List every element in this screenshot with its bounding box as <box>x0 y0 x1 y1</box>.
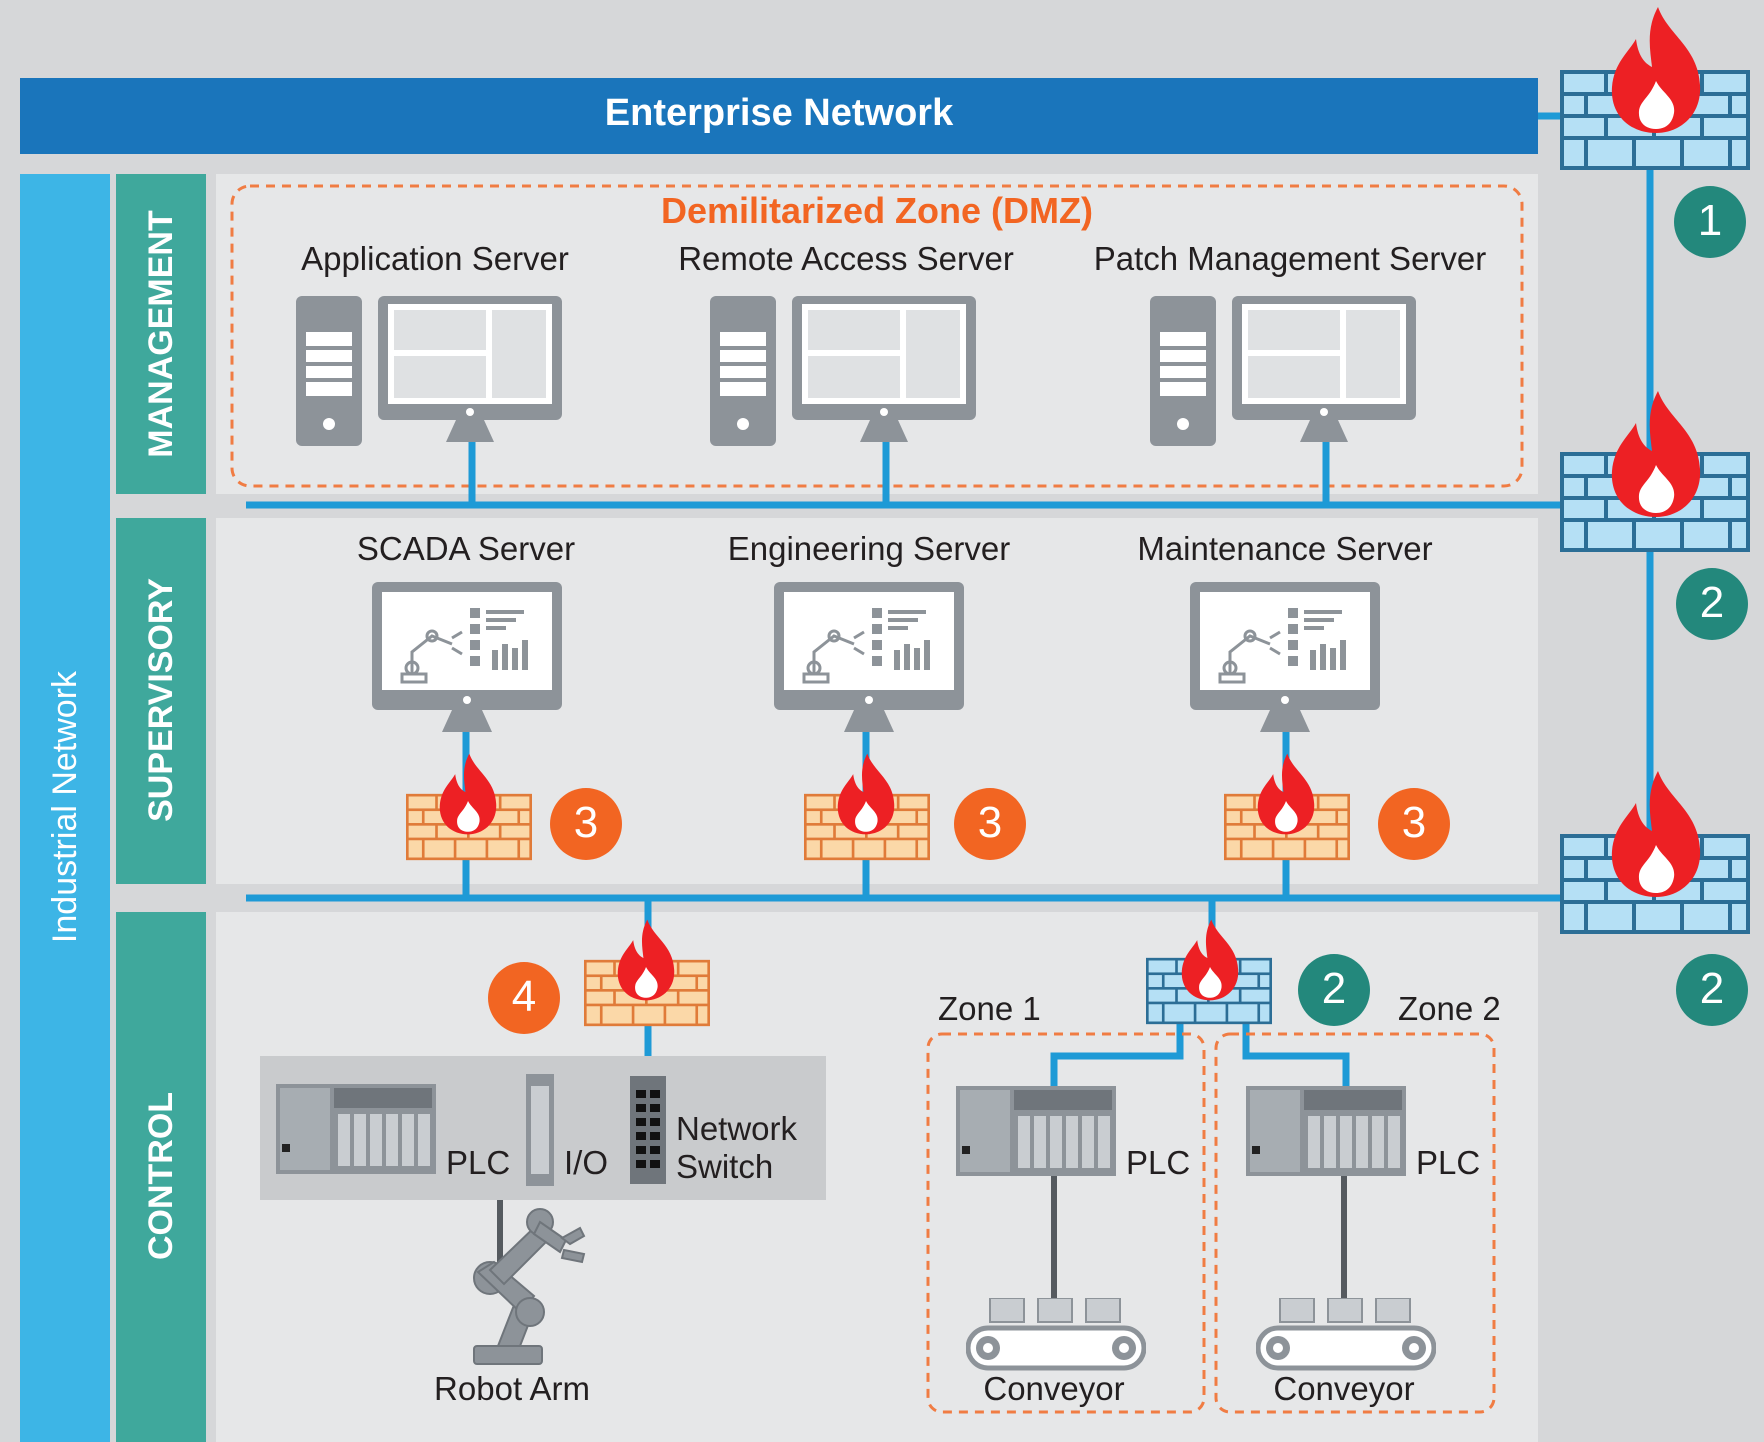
control-label: CONTROL <box>142 1091 180 1261</box>
remote-access-server-label: Remote Access Server <box>678 240 1014 277</box>
badge-4-number: 4 <box>511 972 537 1021</box>
io-label: I/O <box>564 1144 609 1181</box>
badge-3-number: 3 <box>573 798 599 847</box>
supervisory-label: SUPERVISORY <box>142 578 180 822</box>
badge-4 <box>488 962 560 1034</box>
network-switch-label-line2: Switch <box>676 1148 774 1185</box>
conveyor-label: Conveyor <box>1273 1370 1415 1407</box>
engineering-server-icon <box>774 582 964 732</box>
badge-3 <box>550 788 622 860</box>
zone1-label: Zone 1 <box>938 990 1041 1027</box>
scada-server-label: SCADA Server <box>356 530 576 567</box>
io-module-icon <box>526 1074 554 1186</box>
badge-3 <box>1378 788 1450 860</box>
plc-label: PLC <box>1126 1144 1191 1181</box>
robot-arm-icon <box>473 1208 586 1365</box>
maintenance-server-label: Maintenance Server <box>1137 530 1433 567</box>
conveyor-icon <box>968 1298 1144 1368</box>
badge-2 <box>1676 568 1748 640</box>
dmz-title: Demilitarized Zone (DMZ) <box>660 190 1094 231</box>
network-switch-icon <box>630 1076 666 1184</box>
plc-label: PLC <box>446 1144 511 1181</box>
plc-label: PLC <box>1416 1144 1481 1181</box>
badge-3-number: 3 <box>1401 798 1427 847</box>
badge-3 <box>954 788 1026 860</box>
plc-icon <box>956 1086 1116 1176</box>
badge-1 <box>1674 186 1746 258</box>
maintenance-server-icon <box>1190 582 1380 732</box>
industrial-network-label: Industrial Network <box>46 670 84 944</box>
dmz-zone-box <box>230 184 1524 488</box>
plc-icon <box>276 1084 436 1174</box>
badge-1-number: 1 <box>1697 196 1723 245</box>
conveyor-label: Conveyor <box>983 1370 1125 1407</box>
flame-icon <box>1611 391 1701 517</box>
zone2-box <box>1214 1032 1496 1414</box>
engineering-server-label: Engineering Server <box>727 530 1011 567</box>
scada-server-icon <box>372 582 562 732</box>
control-level-bar <box>116 912 206 1442</box>
plc-icon <box>1246 1086 1406 1176</box>
enterprise-network-label: Enterprise Network <box>604 92 954 134</box>
badge-2-number: 2 <box>1321 964 1347 1013</box>
robot-arm-label: Robot Arm <box>434 1370 590 1407</box>
zone2-label: Zone 2 <box>1398 990 1501 1027</box>
conveyor-icon <box>1258 1298 1434 1368</box>
application-server-label: Application Server <box>301 240 569 277</box>
management-level-bar <box>116 174 206 494</box>
badge-2-number: 2 <box>1699 964 1725 1013</box>
patch-management-server-label: Patch Management Server <box>1093 240 1487 277</box>
badge-2-number: 2 <box>1699 578 1725 627</box>
badge-2 <box>1676 954 1748 1026</box>
network-switch-label-line1: Network <box>676 1110 798 1147</box>
industrial-network-bar <box>20 174 110 1442</box>
management-label: MANAGEMENT <box>142 210 180 458</box>
badge-2 <box>1298 954 1370 1026</box>
badge-3-number: 3 <box>977 798 1003 847</box>
flame-icon <box>1611 771 1701 897</box>
supervisory-level-bar <box>116 518 206 884</box>
enterprise-network-bar <box>20 78 1538 154</box>
flame-icon <box>1611 7 1701 133</box>
